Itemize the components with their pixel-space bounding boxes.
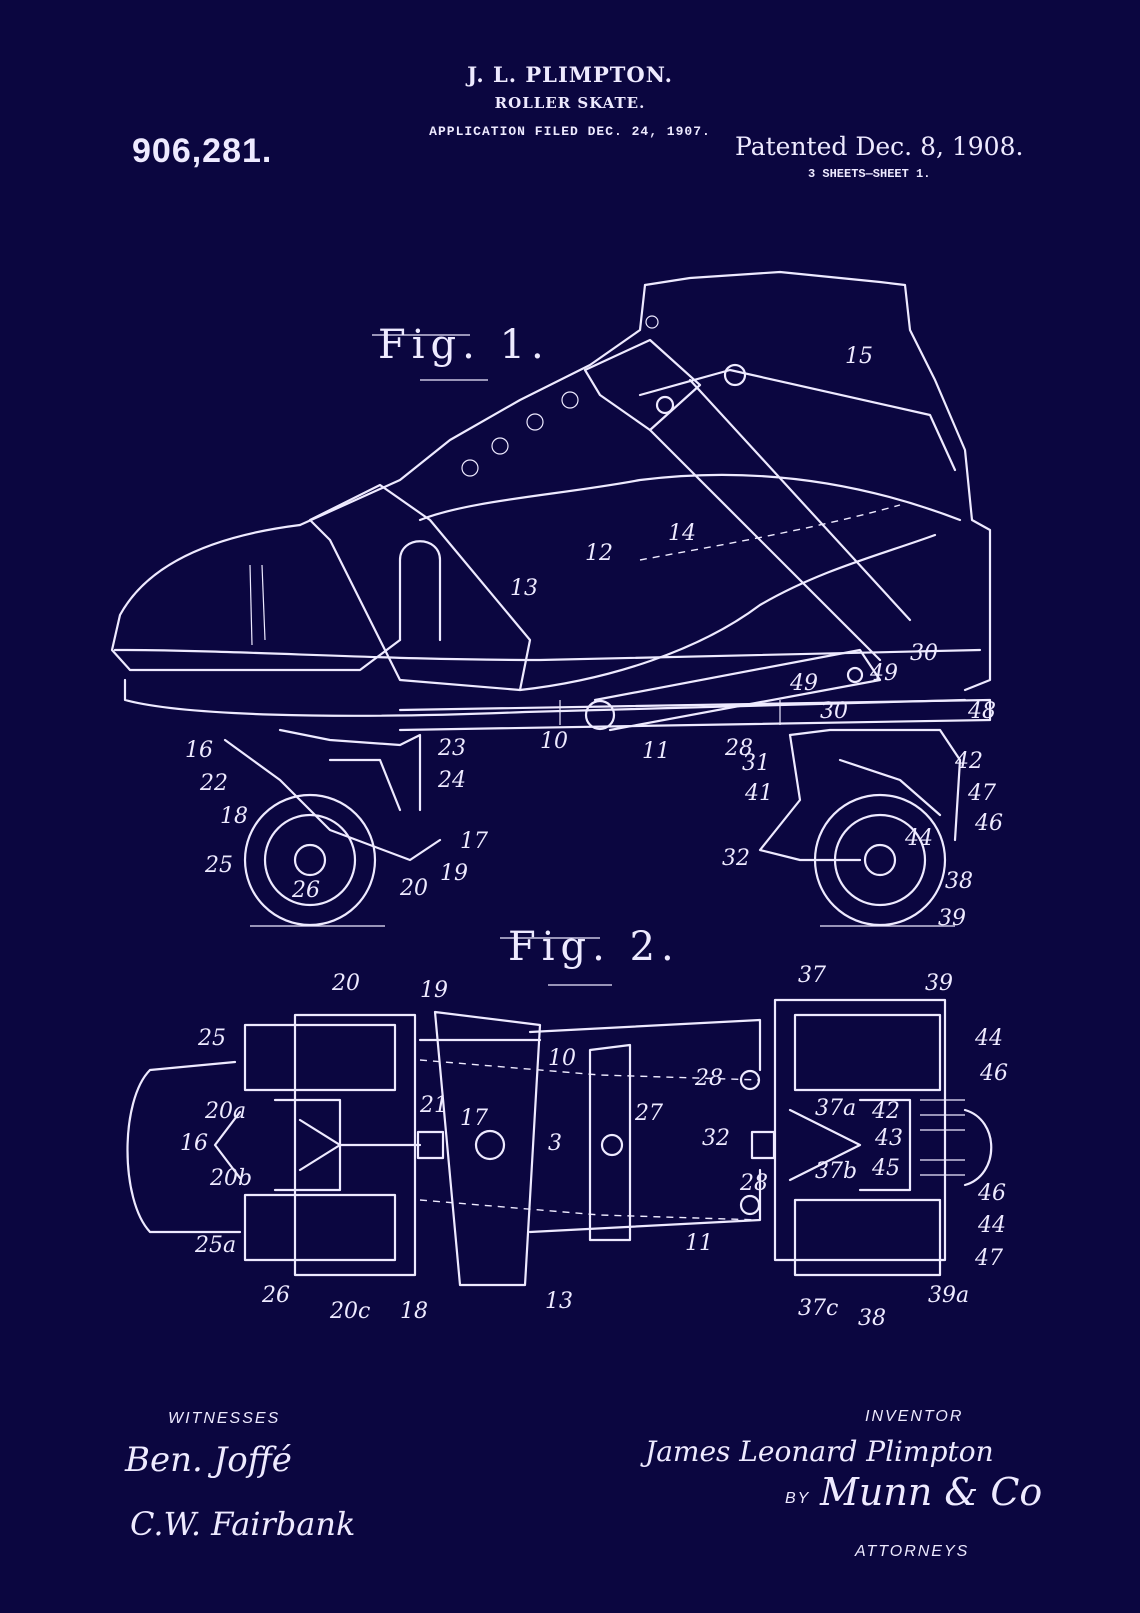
fig2-label: 37 [798, 963, 826, 988]
fig2-label: 28 [739, 1171, 768, 1196]
fig2-label: 37c [798, 1296, 838, 1321]
fig2-labels: 20 19 25 20a 16 20b 21 17 10 3 27 28 32 … [180, 963, 1008, 1331]
fig2-label: 27 [634, 1101, 663, 1126]
fig2-label: 20b [209, 1166, 252, 1191]
fig2-label: 10 [548, 1046, 576, 1071]
fig2-label: 32 [702, 1126, 730, 1151]
attorneys-label: ATTORNEYS [855, 1543, 970, 1560]
fig2-label: 17 [460, 1106, 488, 1131]
fig2-label: 39 [925, 971, 953, 996]
fig1-label: 13 [510, 576, 538, 601]
fig1-label: 49 [869, 661, 898, 686]
attorney-signature: Munn & Co [820, 1470, 1043, 1514]
fig2-label: 26 [261, 1283, 290, 1308]
fig1-label: 38 [945, 869, 973, 894]
fig2-label: 42 [871, 1099, 900, 1124]
fig2-label: 3 [548, 1131, 562, 1156]
fig2-label: 43 [874, 1126, 903, 1151]
sheet-count: 3 SHEETS—SHEET 1. [808, 167, 931, 181]
fig1-label: 10 [540, 729, 568, 754]
fig1-label: 41 [744, 781, 773, 806]
fig1-label: 30 [820, 699, 848, 724]
patented-date: Patented Dec. 8, 1908. [735, 132, 1024, 161]
fig1-label: 28 [724, 736, 753, 761]
inventor-signature: James Leonard Plimpton [645, 1435, 994, 1468]
inventor-name-heading: J. L. PLIMPTON. [467, 62, 673, 87]
fig2-label: 47 [974, 1246, 1003, 1271]
fig1-label: 11 [642, 739, 670, 764]
invention-title: ROLLER SKATE. [494, 94, 646, 112]
fig1-boot [110, 270, 992, 732]
fig2-label: 38 [858, 1306, 886, 1331]
fig2-label: 18 [400, 1299, 428, 1324]
fig1-label: 26 [291, 878, 320, 903]
fig2-label: 20 [331, 971, 360, 996]
fig1-label: 39 [938, 906, 966, 931]
fig2-label: 44 [974, 1026, 1003, 1051]
fig2-plate [126, 1010, 762, 1287]
fig1-label: 24 [437, 768, 466, 793]
fig1-label: 15 [845, 344, 873, 369]
fig1-label: 25 [204, 853, 233, 878]
fig1-label: 42 [954, 749, 983, 774]
fig2-label: 16 [180, 1131, 208, 1156]
fig2-label: 20c [329, 1299, 370, 1324]
fig2-label: 25a [194, 1233, 236, 1258]
fig1-label: 31 [742, 751, 770, 776]
witness-signature-2: C.W. Fairbank [130, 1505, 356, 1543]
fig1-front-truck [223, 728, 442, 927]
fig2-label: 25 [197, 1026, 226, 1051]
fig2-caption-mark: Fig. 2. [500, 924, 680, 986]
fig2-label: 46 [977, 1181, 1006, 1206]
fig2-label: 45 [871, 1156, 900, 1181]
fig1-label: 48 [967, 699, 996, 724]
fig2-label: 11 [685, 1231, 713, 1256]
fig2-label: 20a [204, 1099, 246, 1124]
fig2-label: 44 [977, 1213, 1006, 1238]
fig2-label: 39a [928, 1283, 969, 1308]
fig1-label: 23 [437, 736, 466, 761]
fig2-label: 37b [815, 1159, 857, 1184]
fig1-label: 32 [722, 846, 750, 871]
fig2-rear-truck [750, 998, 993, 1277]
fig1-label: 19 [440, 861, 468, 886]
fig1-label: 30 [910, 641, 938, 666]
fig1-label: 22 [199, 771, 228, 796]
fig1-plate [398, 698, 992, 732]
fig1-label: 20 [399, 876, 428, 901]
fig1-label: 47 [967, 781, 996, 806]
fig1-label: 18 [220, 804, 248, 829]
fig1-labels: 15 14 12 13 10 11 28 49 49 30 30 48 16 2… [185, 344, 1003, 931]
patent-number: 906,281. [132, 132, 273, 170]
witnesses-label: WITNESSES [168, 1410, 281, 1427]
fig2-label: 13 [545, 1289, 573, 1314]
fig1-label: 16 [185, 738, 213, 763]
fig2-label: 46 [979, 1061, 1008, 1086]
by-label: BY [785, 1490, 811, 1507]
fig1-rear-truck [758, 728, 962, 927]
fig2-front-truck [213, 1013, 445, 1277]
fig1-label: 44 [904, 826, 933, 851]
application-line: APPLICATION FILED DEC. 24, 1907. [429, 124, 711, 139]
fig1-caption-mark: Fig. 1. [372, 322, 550, 381]
fig1-caption: Fig. 1. [378, 322, 550, 368]
fig1-label: 17 [460, 829, 488, 854]
fig2-label: 21 [419, 1093, 448, 1118]
fig2-caption: Fig. 2. [508, 924, 680, 970]
fig1-label: 12 [585, 541, 613, 566]
fig2-label: 37a [815, 1096, 856, 1121]
fig1-label: 49 [789, 671, 818, 696]
fig1-label: 46 [974, 811, 1003, 836]
witness-signature-1: Ben. Joffé [125, 1440, 292, 1480]
inventor-label: INVENTOR [865, 1408, 964, 1425]
fig2-label: 19 [420, 978, 448, 1003]
fig2-label: 28 [694, 1066, 723, 1091]
fig1-label: 14 [668, 521, 696, 546]
